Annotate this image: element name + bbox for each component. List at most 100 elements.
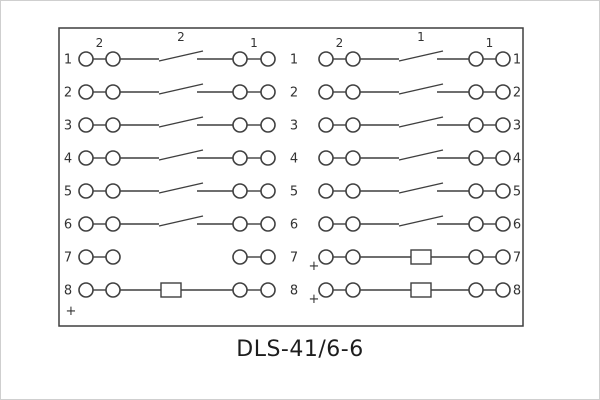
terminal-number-right-edge: 4 bbox=[513, 152, 521, 167]
terminal-number-center: 1 bbox=[290, 53, 298, 68]
terminal-number-left-edge: 8 bbox=[64, 284, 72, 299]
terminal-circle bbox=[318, 216, 334, 232]
contact-blade bbox=[398, 182, 444, 194]
terminal-circle bbox=[260, 51, 276, 67]
terminal-number-right-edge: 7 bbox=[513, 251, 521, 266]
terminal-number-left-edge: 6 bbox=[64, 218, 72, 233]
terminal-circle bbox=[232, 282, 248, 298]
terminal-number-right-edge: 5 bbox=[513, 185, 521, 200]
terminal-circle bbox=[495, 117, 511, 133]
terminal-circle bbox=[78, 249, 94, 265]
terminal-number-center: 2 bbox=[290, 86, 298, 101]
terminal-circle bbox=[345, 282, 361, 298]
terminal-number-left-edge: 5 bbox=[64, 185, 72, 200]
terminal-circle bbox=[345, 84, 361, 100]
terminal-circle bbox=[318, 117, 334, 133]
terminal-number-left-edge: 3 bbox=[64, 119, 72, 134]
terminal-circle bbox=[260, 216, 276, 232]
terminal-number-center: 3 bbox=[290, 119, 298, 134]
contact-blade bbox=[398, 215, 444, 227]
terminal-number-right-edge: 8 bbox=[513, 284, 521, 299]
terminal-circle bbox=[78, 84, 94, 100]
terminal-circle bbox=[78, 150, 94, 166]
contact-blade bbox=[158, 83, 204, 95]
terminal-box-border bbox=[58, 27, 524, 327]
terminal-circle bbox=[260, 282, 276, 298]
terminal-circle bbox=[78, 216, 94, 232]
terminal-circle bbox=[318, 249, 334, 265]
contact-number-label: 1 bbox=[417, 30, 425, 44]
contact-blade bbox=[398, 83, 444, 95]
terminal-circle bbox=[105, 282, 121, 298]
terminal-circle bbox=[345, 249, 361, 265]
terminal-circle bbox=[260, 249, 276, 265]
terminal-circle bbox=[318, 84, 334, 100]
terminal-circle bbox=[468, 84, 484, 100]
terminal-circle bbox=[260, 183, 276, 199]
terminal-number-right-edge: 3 bbox=[513, 119, 521, 134]
terminal-circle bbox=[105, 51, 121, 67]
terminal-number-center: 8 bbox=[290, 284, 298, 299]
terminal-circle bbox=[468, 216, 484, 232]
terminal-circle bbox=[468, 51, 484, 67]
terminal-circle bbox=[232, 117, 248, 133]
terminal-circle bbox=[78, 183, 94, 199]
terminal-circle bbox=[232, 51, 248, 67]
terminal-circle bbox=[495, 183, 511, 199]
terminal-circle bbox=[232, 84, 248, 100]
terminal-circle bbox=[468, 150, 484, 166]
terminal-circle bbox=[495, 51, 511, 67]
terminal-circle bbox=[318, 282, 334, 298]
contact-blade bbox=[158, 116, 204, 128]
contact-blade bbox=[158, 50, 204, 62]
terminal-circle bbox=[105, 216, 121, 232]
contact-blade bbox=[398, 50, 444, 62]
terminal-circle bbox=[232, 216, 248, 232]
terminal-circle bbox=[260, 150, 276, 166]
terminal-circle bbox=[495, 216, 511, 232]
terminal-number-left-edge: 1 bbox=[64, 53, 72, 68]
terminal-circle bbox=[345, 150, 361, 166]
terminal-circle bbox=[495, 282, 511, 298]
contact-number-label: 2 bbox=[336, 36, 344, 50]
terminal-number-left-edge: 2 bbox=[64, 86, 72, 101]
terminal-number-center: 7 bbox=[290, 251, 298, 266]
contact-number-label: 2 bbox=[96, 36, 104, 50]
terminal-number-center: 5 bbox=[290, 185, 298, 200]
coil-box bbox=[160, 282, 182, 298]
terminal-circle bbox=[345, 117, 361, 133]
terminal-number-left-edge: 4 bbox=[64, 152, 72, 167]
diagram-title: DLS-41/6-6 bbox=[236, 337, 364, 362]
terminal-circle bbox=[318, 150, 334, 166]
contact-blade bbox=[398, 149, 444, 161]
terminal-circle bbox=[232, 183, 248, 199]
terminal-circle bbox=[468, 282, 484, 298]
contact-number-label: 1 bbox=[486, 36, 494, 50]
terminal-circle bbox=[260, 84, 276, 100]
terminal-circle bbox=[318, 183, 334, 199]
contact-blade bbox=[158, 215, 204, 227]
coil-box bbox=[410, 249, 432, 265]
contact-number-label: 2 bbox=[177, 30, 185, 44]
terminal-circle bbox=[78, 282, 94, 298]
terminal-circle bbox=[495, 249, 511, 265]
terminal-circle bbox=[345, 51, 361, 67]
terminal-circle bbox=[105, 249, 121, 265]
terminal-circle bbox=[105, 84, 121, 100]
terminal-circle bbox=[468, 249, 484, 265]
terminal-circle bbox=[495, 84, 511, 100]
terminal-circle bbox=[345, 216, 361, 232]
terminal-number-left-edge: 7 bbox=[64, 251, 72, 266]
terminal-circle bbox=[105, 150, 121, 166]
terminal-number-center: 4 bbox=[290, 152, 298, 167]
terminal-number-center: 6 bbox=[290, 218, 298, 233]
terminal-circle bbox=[105, 117, 121, 133]
terminal-circle bbox=[78, 51, 94, 67]
polarity-plus: + bbox=[309, 259, 320, 274]
terminal-number-right-edge: 6 bbox=[513, 218, 521, 233]
terminal-circle bbox=[345, 183, 361, 199]
terminal-circle bbox=[260, 117, 276, 133]
coil-box bbox=[410, 282, 432, 298]
